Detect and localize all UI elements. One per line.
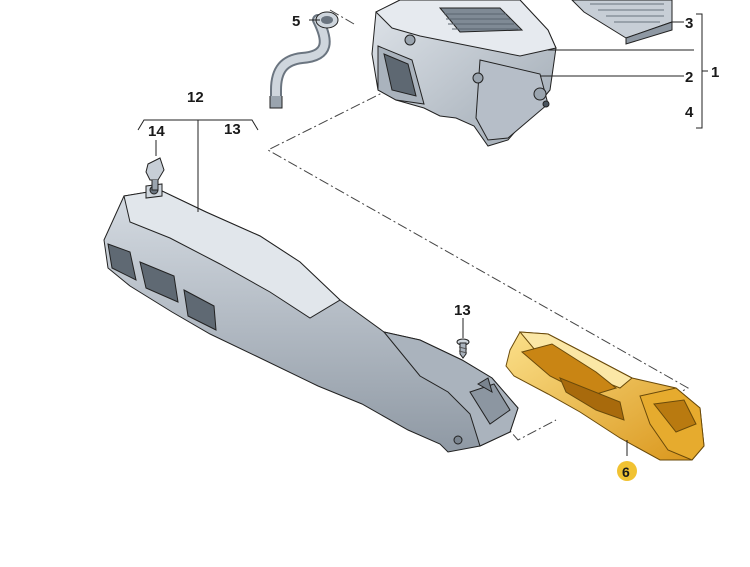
callout-4: 4 <box>685 104 694 121</box>
air-filter-housing <box>371 0 557 147</box>
callout-3: 3 <box>685 15 693 32</box>
callout-13-top: 13 <box>224 121 241 138</box>
intake-duct <box>103 183 519 453</box>
filter-element <box>571 0 673 45</box>
callout-6: 6 <box>622 464 630 480</box>
callout-5: 5 <box>292 13 300 30</box>
intake-part-highlighted <box>505 331 705 461</box>
callout-1: 1 <box>711 64 719 81</box>
clip-fastener <box>145 157 165 191</box>
callout-13-screw: 13 <box>454 302 471 319</box>
callout-12: 12 <box>187 89 204 106</box>
callout-6-badge: 6 <box>617 461 637 481</box>
callout-14: 14 <box>148 123 165 140</box>
breather-hose <box>269 11 339 109</box>
callout-2: 2 <box>685 69 693 86</box>
leader-lines <box>137 13 708 456</box>
screw <box>456 338 470 359</box>
